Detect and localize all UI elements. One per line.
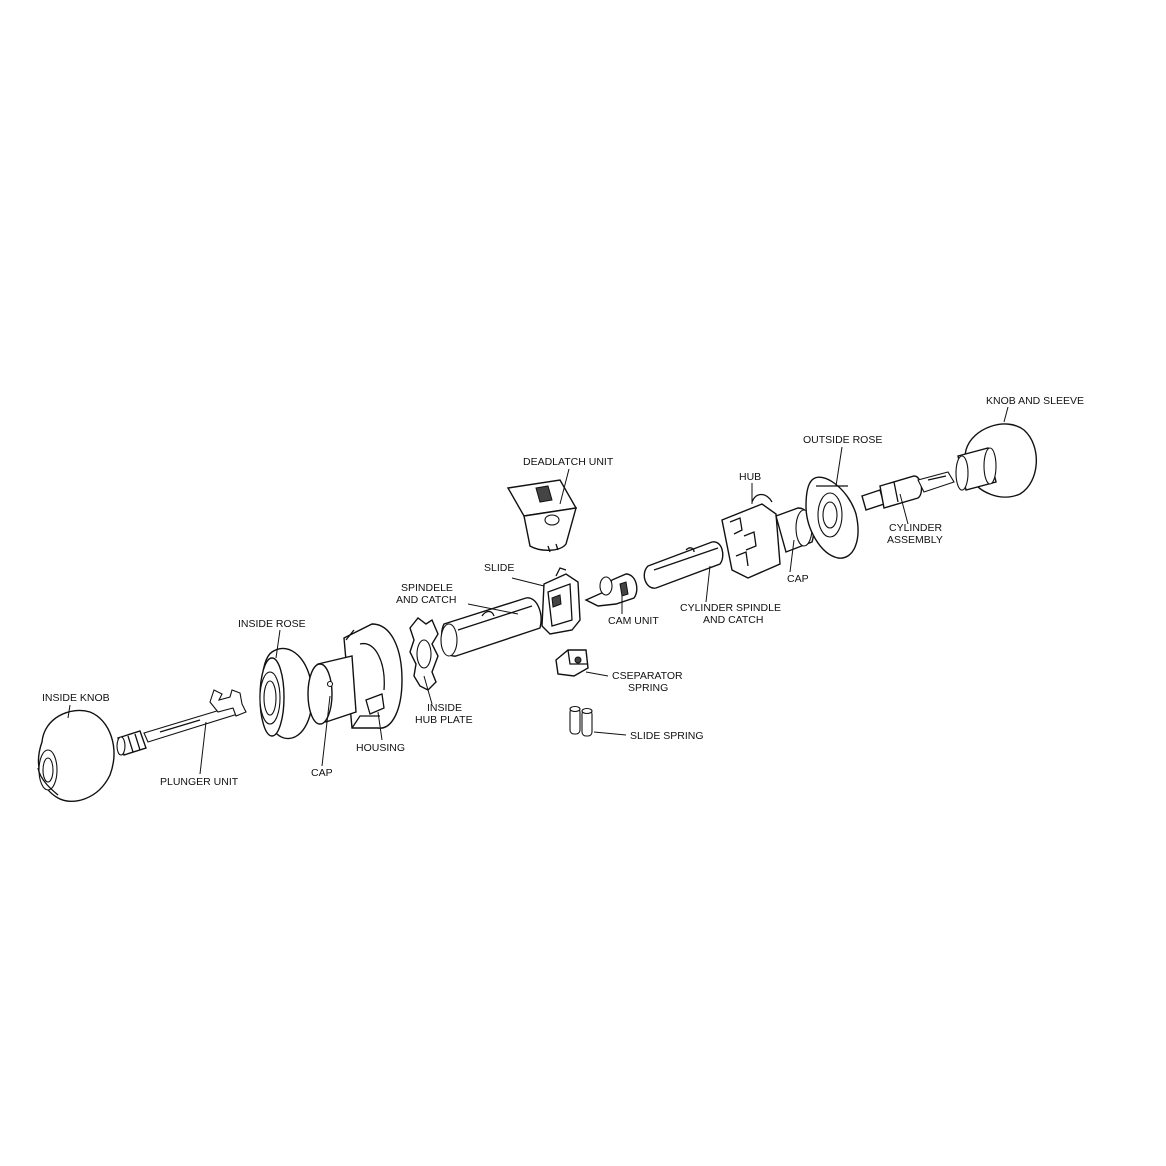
- label-cylinder-spindle-line2: AND CATCH: [703, 614, 763, 626]
- label-cap-left: CAP: [311, 767, 333, 779]
- label-knob-and-sleeve: KNOB AND SLEEVE: [986, 395, 1084, 407]
- plunger-unit-part: [116, 689, 247, 756]
- labels: KNOB AND SLEEVE OUTSIDE ROSE DEADLATCH U…: [42, 395, 1084, 788]
- label-inside-rose: INSIDE ROSE: [238, 618, 306, 630]
- label-cap-right: CAP: [787, 573, 809, 585]
- outside-rose-part: [805, 476, 859, 559]
- inside-knob-part: [37, 709, 115, 802]
- label-plunger-unit: PLUNGER UNIT: [160, 776, 239, 788]
- cseparator-spring-part: [555, 649, 589, 677]
- cylinder-spindle-part: [643, 541, 724, 589]
- label-spindle-catch-line2: AND CATCH: [396, 594, 456, 606]
- label-cam-unit: CAM UNIT: [608, 615, 659, 627]
- label-spindle-catch-line1: SPINDELE: [401, 582, 453, 594]
- label-slide-spring: SLIDE SPRING: [630, 730, 704, 742]
- slide-spring-part: [569, 705, 593, 737]
- label-cylinder-assembly-line1: CYLINDER: [889, 522, 943, 534]
- cam-unit-part: [584, 573, 638, 607]
- label-cylinder-assembly-line2: ASSEMBLY: [887, 534, 943, 546]
- label-housing: HOUSING: [356, 742, 405, 754]
- label-inside-hub-plate-line1: INSIDE: [427, 702, 462, 714]
- label-outside-rose: OUTSIDE ROSE: [803, 434, 882, 446]
- cylinder-assembly-part: [861, 471, 955, 511]
- label-cseparator-spring-line2: SPRING: [628, 682, 668, 694]
- label-slide: SLIDE: [484, 562, 514, 574]
- label-hub: HUB: [739, 471, 761, 483]
- inside-rose-part: [259, 647, 313, 740]
- label-cseparator-spring-line1: CSEPARATOR: [612, 670, 683, 682]
- label-inside-hub-plate-line2: HUB PLATE: [415, 714, 473, 726]
- housing-part: [307, 623, 403, 729]
- label-deadlatch-unit: DEADLATCH UNIT: [523, 456, 614, 468]
- deadlatch-unit-part: [506, 479, 578, 553]
- slide-part: [541, 567, 581, 635]
- label-inside-knob: INSIDE KNOB: [42, 692, 110, 704]
- leader-lines: [67, 406, 1009, 775]
- hub-part: [721, 493, 815, 579]
- spindle-and-catch-part: [440, 597, 542, 657]
- knob-and-sleeve-part: [955, 423, 1037, 498]
- label-cylinder-spindle-line1: CYLINDER SPINDLE: [680, 602, 781, 614]
- inside-hub-plate-part: [409, 617, 439, 691]
